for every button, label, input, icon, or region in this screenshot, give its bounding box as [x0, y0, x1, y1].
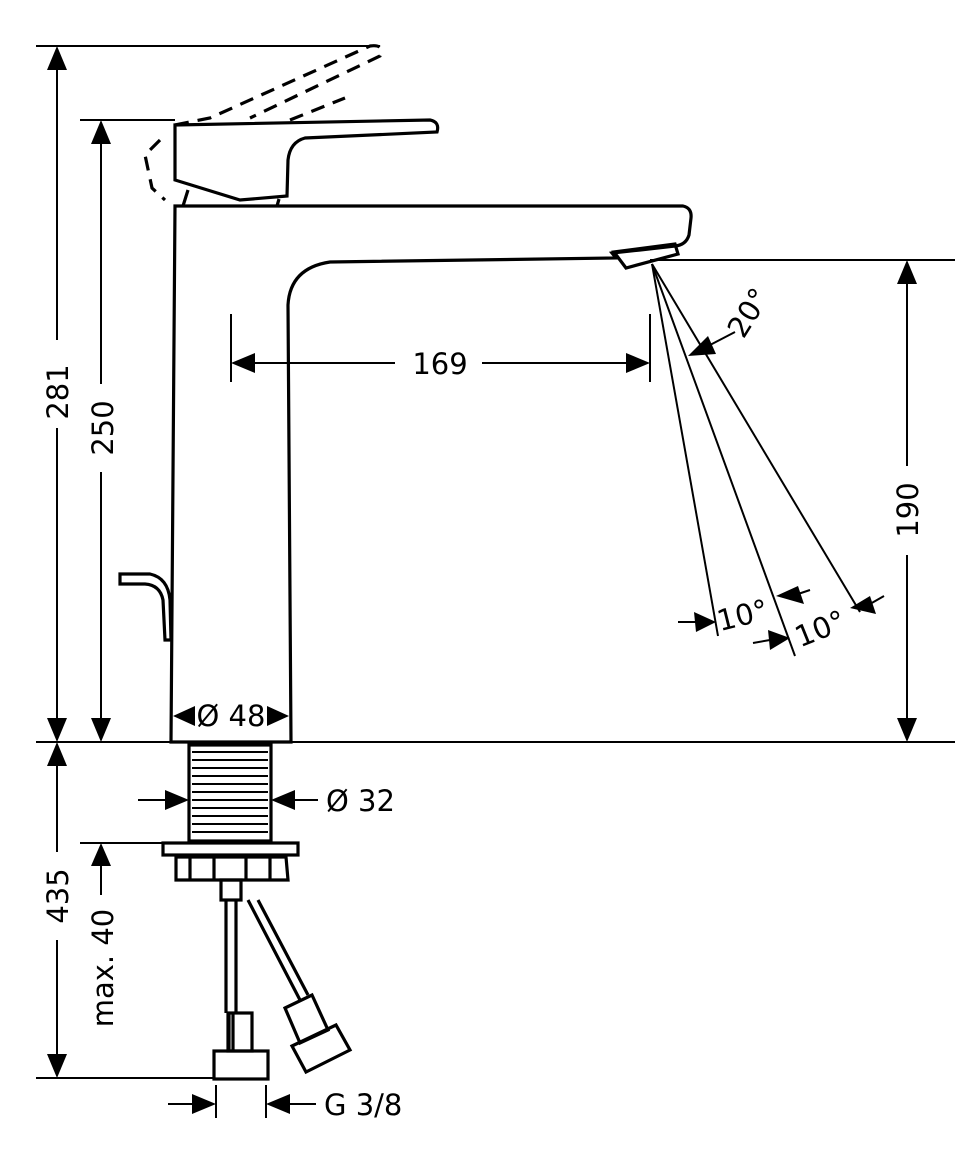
- dim-281: 281: [41, 46, 75, 742]
- lever-handle: [173, 118, 440, 202]
- faucet-body: [169, 204, 693, 744]
- dim-total-height: 281: [41, 364, 75, 419]
- hose-ferrule-hot: [282, 992, 331, 1046]
- dim-body-height: 250: [86, 400, 120, 455]
- dim-spray-10-left: 10°: [678, 593, 790, 650]
- dim-connection-thread: G 3/8: [168, 1088, 402, 1122]
- fixing-nut: [174, 855, 290, 882]
- faucet-outline: [118, 44, 693, 744]
- dim-169: 169: [231, 347, 650, 381]
- dim-connection-thread-label: G 3/8: [324, 1088, 402, 1122]
- dim-spout-reach: 169: [412, 347, 467, 381]
- hose-stem: [219, 878, 243, 902]
- dim-spout-height: 190: [891, 482, 925, 537]
- pop-up-rod: [118, 572, 173, 642]
- supply-hose-hot: [246, 899, 310, 1001]
- shank-threads: [192, 751, 268, 833]
- dim-max-counter-thickness: max. 40: [86, 909, 120, 1028]
- dim-under-counter-length: 435: [41, 868, 75, 923]
- handle-neck: [181, 189, 281, 207]
- dim-base-diameter-label: Ø 48: [197, 699, 266, 733]
- hose-nut-hot: [289, 1022, 353, 1075]
- dim-spray-10-right: 10°: [776, 586, 885, 654]
- under-counter-assembly: [161, 743, 353, 1081]
- dim-435: 435: [41, 742, 75, 1078]
- washer-plate: [161, 841, 300, 857]
- threaded-shank: [187, 743, 273, 843]
- dim-base-diameter: Ø 48: [173, 699, 289, 733]
- dim-250: 250: [86, 120, 120, 742]
- spray-angle-lines: [651, 263, 861, 657]
- dim-spray-20: 20°: [688, 282, 777, 356]
- dim-max-40: max. 40: [86, 843, 120, 1027]
- dim-spray-angle-left: 10°: [714, 593, 772, 638]
- dim-190: 190: [891, 260, 925, 742]
- hose-nut-cold: [212, 1049, 270, 1081]
- dim-spray-angle-right: 10°: [790, 603, 850, 654]
- spout-aerator: [611, 242, 681, 270]
- supply-hose-cold: [224, 900, 238, 1050]
- dim-shank-diameter: Ø 32: [138, 784, 395, 818]
- reference-lines: [36, 45, 955, 1118]
- dim-shank-diameter-label: Ø 32: [326, 784, 395, 818]
